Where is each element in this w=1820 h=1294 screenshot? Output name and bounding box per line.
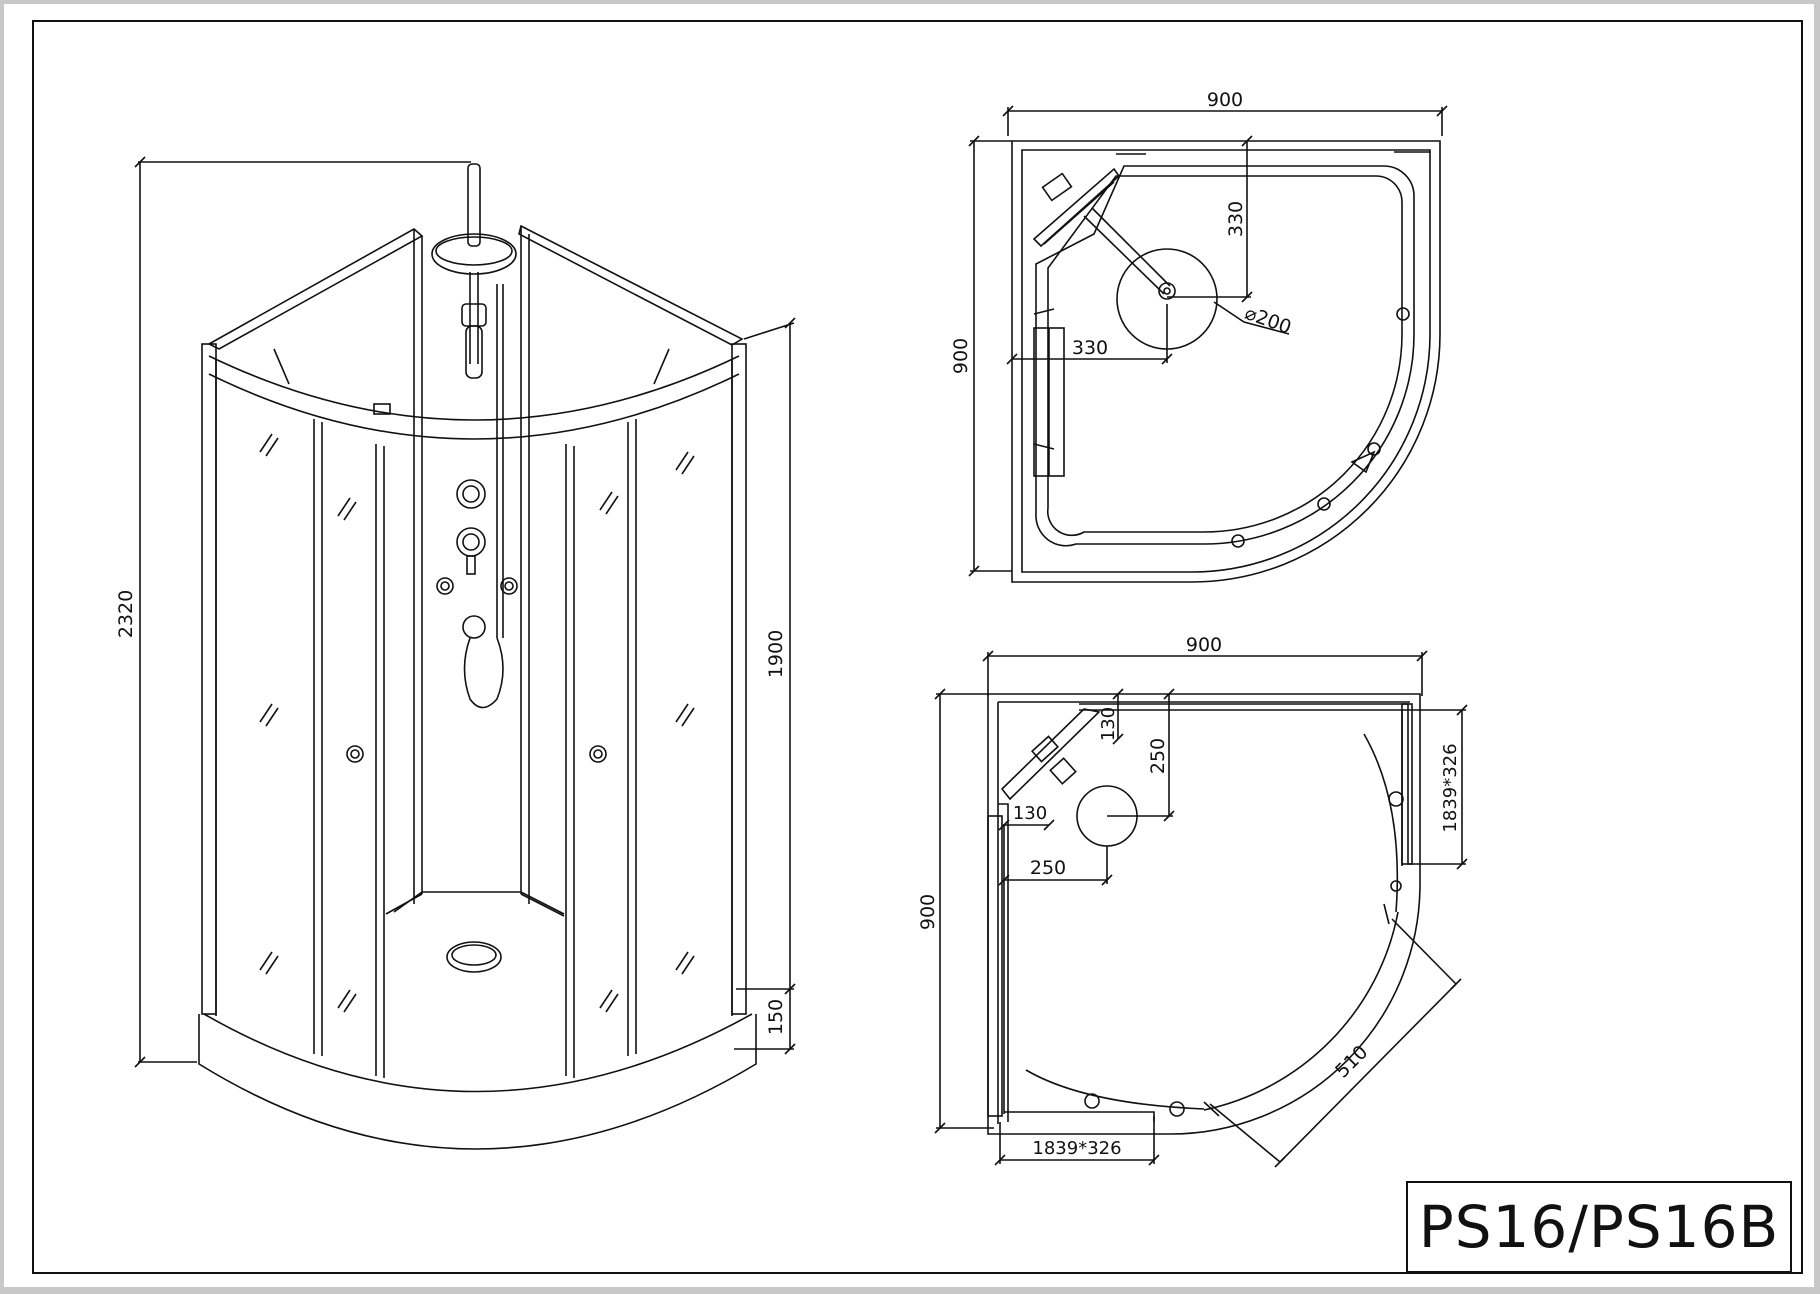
label-bottom-width: 900 <box>1186 634 1222 656</box>
label-tray-height: 150 <box>765 999 787 1035</box>
label-top-depth: 900 <box>950 338 972 374</box>
label-top-width: 900 <box>1207 89 1243 111</box>
elevation-view <box>134 156 796 1150</box>
model-title: PS16/PS16B <box>1418 1193 1780 1261</box>
drawing-border <box>32 20 1803 1274</box>
label-drain-offset-x: 250 <box>1030 857 1066 879</box>
label-corner-offset-x: 130 <box>1013 803 1047 824</box>
label-shower-diameter: ⌀200 <box>1242 302 1294 339</box>
label-front-panel: 1839*326 <box>1032 1138 1121 1159</box>
label-shower-offset-x: 330 <box>1072 337 1108 359</box>
label-bottom-depth: 900 <box>917 894 939 930</box>
model-title-box: PS16/PS16B <box>1406 1181 1792 1273</box>
label-enclosure-height: 1900 <box>765 630 787 678</box>
label-total-height: 2320 <box>115 590 137 638</box>
technical-drawing: 2320 1900 150 <box>32 20 1803 1274</box>
label-drain-offset-y: 250 <box>1147 738 1169 774</box>
label-radius: 510 <box>1331 1041 1372 1082</box>
bottom-plan-view <box>934 650 1468 1168</box>
label-corner-offset-y: 130 <box>1098 707 1119 741</box>
top-plan-view <box>968 105 1448 583</box>
label-shower-offset-y: 330 <box>1225 201 1247 237</box>
drawing-sheet: 2320 1900 150 <box>4 4 1814 1287</box>
label-side-panel: 1839*326 <box>1440 743 1461 832</box>
